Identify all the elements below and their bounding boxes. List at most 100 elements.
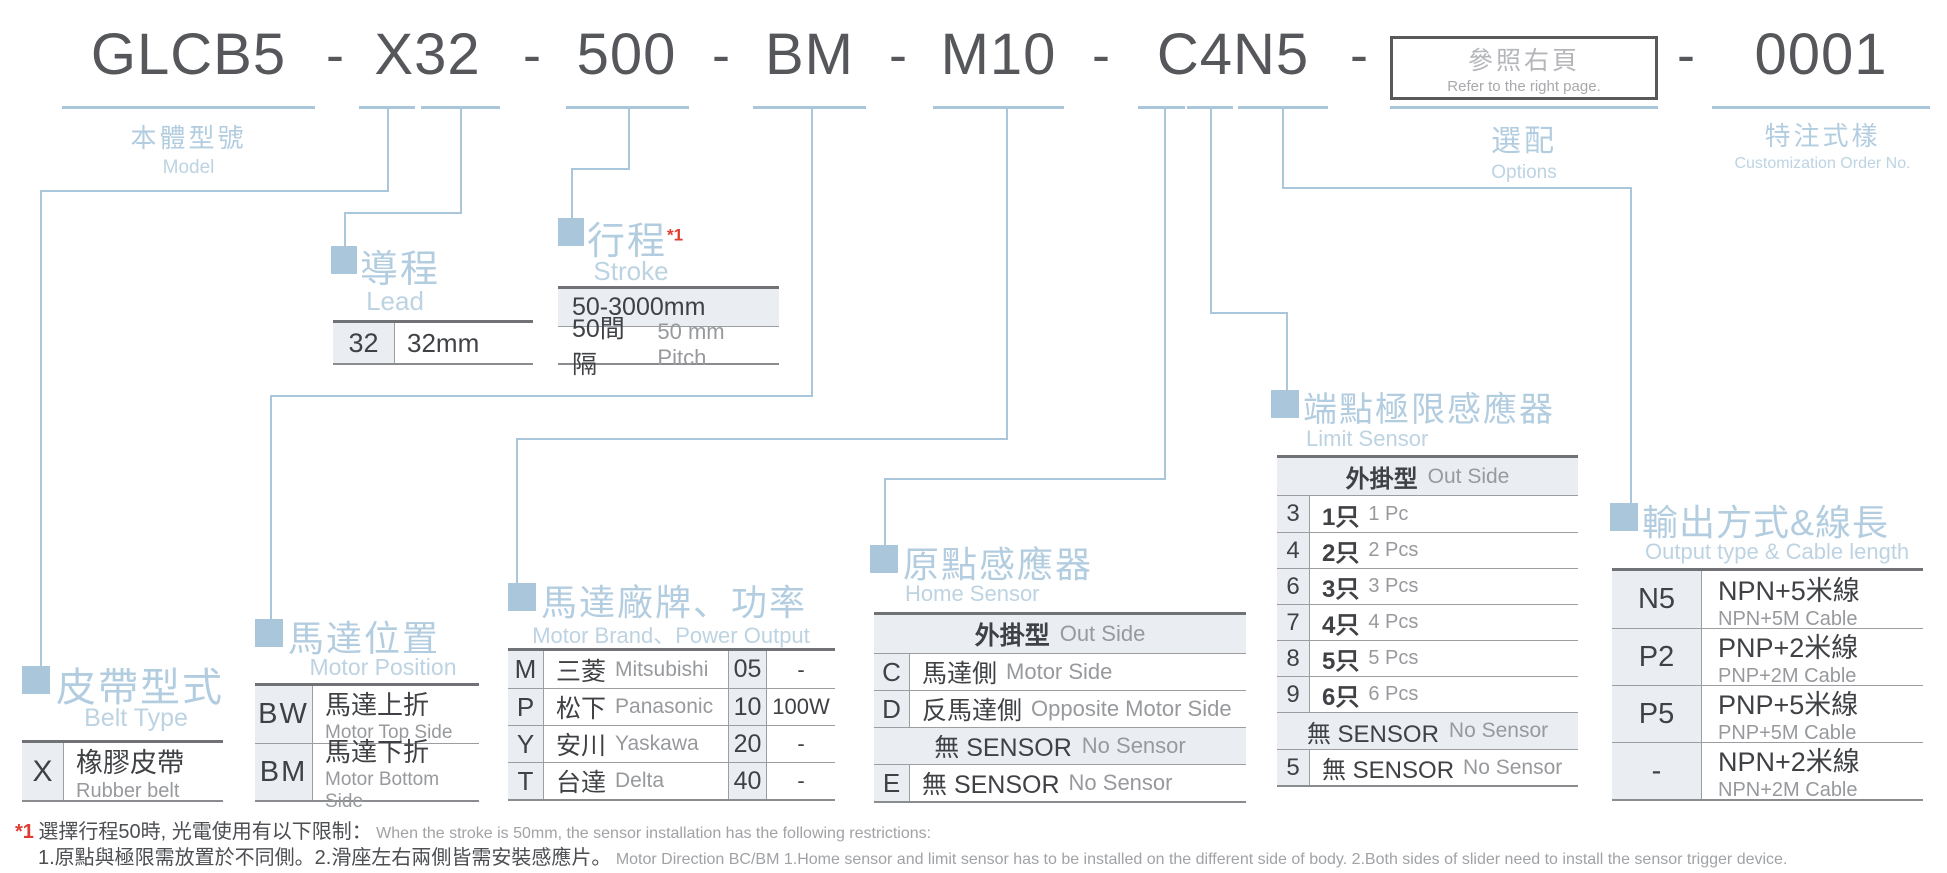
power-code-cell: 20 xyxy=(729,726,767,762)
table-row: E 無 SENSOR No Sensor xyxy=(874,764,1246,801)
output-value-cell: NPN+5米線 NPN+5M Cable xyxy=(1702,571,1923,630)
connector-line xyxy=(811,109,813,397)
limit-sensor-value-cell: 無 SENSOR No Sensor xyxy=(1310,750,1578,785)
limit-sensor-zh: 1只 xyxy=(1322,503,1360,531)
footnote-line1-zh: 選擇行程50時, 光電使用有以下限制： xyxy=(38,821,372,843)
customization-label-en: Customization Order No. xyxy=(1734,155,1911,172)
stroke-title-zh: 行程*1 xyxy=(587,210,683,265)
limit-sensor-code-cell: 8 xyxy=(1277,641,1310,676)
table-row: BW 馬達上折 Motor Top Side xyxy=(255,686,479,743)
tick-lead xyxy=(421,106,500,109)
table-row: P 松下 Panasonic 10 100W xyxy=(508,688,835,725)
limit-sensor-en: 4 Pcs xyxy=(1368,611,1419,633)
table-group-header: 外掛型 Out Side xyxy=(874,615,1246,653)
limit-sensor-table: 外掛型 Out Side 3 1只 1 Pc 4 2只 2 Pcs 6 3只 3… xyxy=(1277,455,1578,787)
table-row: 32 32mm xyxy=(333,323,533,363)
motor-brand-zh: 松下 xyxy=(556,695,607,723)
tick-belt xyxy=(359,106,415,109)
output-table: N5 NPN+5米線 NPN+5M Cable P2 PNP+2米線 PNP+2… xyxy=(1612,568,1923,801)
table-group-header: 外掛型 Out Side xyxy=(1277,458,1578,495)
lead-table: 32 32mm xyxy=(333,320,533,365)
lead-value: 32mm xyxy=(407,327,480,358)
motor-brand-table: M 三菱 Mitsubishi 05 - P 松下 Panasonic 10 1… xyxy=(508,648,835,801)
motor-brand-en: Delta xyxy=(615,769,665,792)
model-code-segment-body: GLCB5 xyxy=(90,22,287,87)
code-separator: - xyxy=(1350,25,1368,85)
connector-line xyxy=(270,395,272,621)
stroke-title-zh-text: 行程 xyxy=(587,221,668,263)
power-value-cell: - xyxy=(767,651,835,688)
limit-sensor-zh: 4只 xyxy=(1322,612,1360,639)
motor-brand-name-cell: 安川 Yaskawa xyxy=(544,726,729,762)
options-reference-box: 參照右頁 Refer to the right page. xyxy=(1390,36,1658,100)
limit-sensor-zh: 3只 xyxy=(1322,576,1360,603)
limit-sensor-title-en: Limit Sensor xyxy=(1306,426,1429,451)
connector-line xyxy=(1282,109,1284,189)
limit-sensor-zh: 5只 xyxy=(1322,648,1360,675)
section-bullet-icon xyxy=(331,246,357,274)
home-sensor-code-cell: D xyxy=(874,691,910,727)
connector-line xyxy=(344,212,346,248)
connector-line xyxy=(344,212,462,214)
footnote-line-1: *1 選擇行程50時, 光電使用有以下限制： When the stroke i… xyxy=(15,815,931,844)
group-header-zh: 無 SENSOR xyxy=(934,734,1072,762)
output-value-zh: NPN+2米線 xyxy=(1718,747,1860,777)
limit-sensor-code-cell: 4 xyxy=(1277,533,1310,568)
home-sensor-zh: 馬達側 xyxy=(922,660,998,688)
options-box-en: Refer to the right page. xyxy=(1447,78,1601,95)
connector-line xyxy=(571,168,573,220)
connector-line xyxy=(387,109,389,190)
stroke-pitch-zh: 50間隔 xyxy=(572,315,625,379)
model-label-zh: 本體型號 xyxy=(130,123,247,153)
limit-sensor-zh: 無 SENSOR xyxy=(1322,757,1455,784)
group-header-en: No Sensor xyxy=(1448,719,1549,742)
belt-type-title-zh: 皮帶型式 xyxy=(56,666,224,710)
table-row: 50-3000mm xyxy=(558,289,779,326)
home-sensor-zh: 無 SENSOR xyxy=(922,771,1060,799)
limit-sensor-code-cell: 3 xyxy=(1277,496,1310,532)
motor-brand-zh: 安川 xyxy=(556,732,607,760)
section-bullet-icon xyxy=(255,619,283,647)
model-label-en: Model xyxy=(162,157,215,178)
connector-line xyxy=(628,109,630,170)
tick-limit-sensor xyxy=(1187,106,1233,109)
motor-position-value-zh: 馬達下折 xyxy=(325,736,430,767)
table-row: 4 2只 2 Pcs xyxy=(1277,532,1578,568)
motor-position-table: BW 馬達上折 Motor Top Side BM 馬達下折 Motor Bot… xyxy=(255,683,479,812)
group-header-zh: 外掛型 xyxy=(1345,466,1418,493)
power-value-cell: - xyxy=(767,763,835,799)
limit-sensor-code-cell: 7 xyxy=(1277,605,1310,640)
limit-sensor-en: 3 Pcs xyxy=(1368,575,1419,597)
motor-brand-code-cell: M xyxy=(508,651,544,688)
motor-brand-code-cell: P xyxy=(508,689,544,725)
model-code-segment-serial: 0001 xyxy=(1754,22,1888,87)
motor-position-title-zh: 馬達位置 xyxy=(288,618,441,659)
model-code-segment-motor-position: BM xyxy=(765,22,854,87)
group-header-zh: 無 SENSOR xyxy=(1306,720,1439,748)
table-row: Y 安川 Yaskawa 20 - xyxy=(508,725,835,762)
stroke-table: 50-3000mm 50間隔 50 mm Pitch xyxy=(558,286,779,379)
table-group-header: 無 SENSOR No Sensor xyxy=(874,727,1246,764)
connector-line xyxy=(884,478,886,545)
connector-line xyxy=(40,190,42,666)
footnote-ref: *1 xyxy=(15,821,34,843)
output-value-en: PNP+2M Cable xyxy=(1718,665,1857,687)
limit-sensor-zh: 2只 xyxy=(1322,540,1360,567)
options-label-zh: 選配 xyxy=(1491,125,1557,158)
limit-sensor-value-cell: 2只 2 Pcs xyxy=(1310,533,1578,568)
table-row: 5 無 SENSOR No Sensor xyxy=(1277,749,1578,785)
stroke-pitch-cell: 50間隔 50 mm Pitch xyxy=(558,315,779,379)
table-row: M 三菱 Mitsubishi 05 - xyxy=(508,651,835,688)
lead-title-en: Lead xyxy=(366,286,424,316)
motor-position-code-cell: BW xyxy=(255,686,313,743)
output-code-cell: P5 xyxy=(1612,686,1702,742)
output-title-zh: 輸出方式&線長 xyxy=(1642,502,1890,543)
section-bullet-icon xyxy=(558,218,584,246)
connector-line xyxy=(1286,312,1288,390)
motor-position-title-en: Motor Position xyxy=(309,654,457,680)
motor-brand-zh: 三菱 xyxy=(556,657,607,686)
output-value-cell: PNP+2米線 PNP+2M Cable xyxy=(1702,629,1923,687)
output-value-en: NPN+2M Cable xyxy=(1718,779,1858,801)
motor-brand-title-en: Motor Brand、Power Output xyxy=(532,623,810,648)
model-code-segment-sensors: C4N5 xyxy=(1156,22,1310,87)
